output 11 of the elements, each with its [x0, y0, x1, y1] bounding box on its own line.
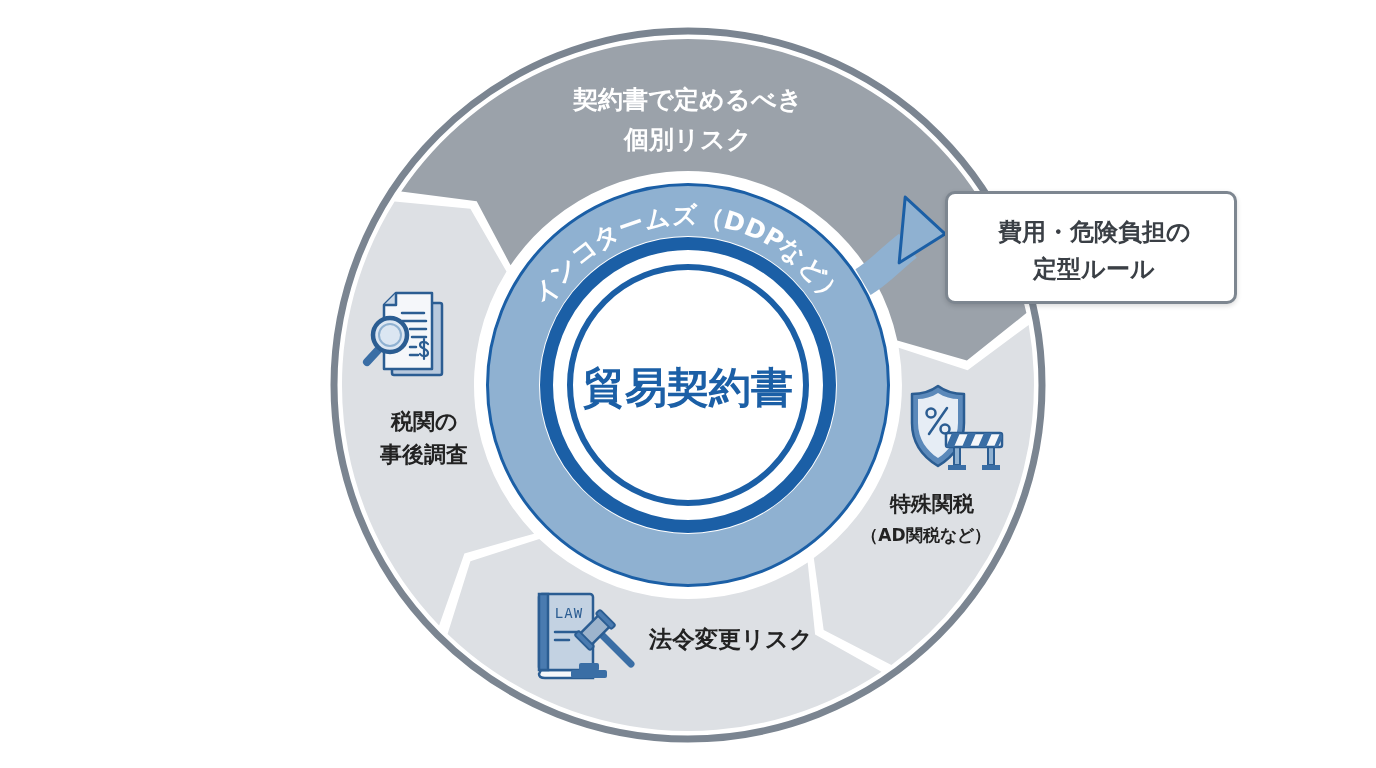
center-label: 貿易契約書 — [583, 361, 793, 414]
chevron-segment — [342, 201, 535, 626]
chevron-segment — [813, 324, 1034, 665]
segment-sublabel: （AD関税など） — [861, 523, 991, 547]
box-label: 費用・危険負担の定型ルール — [996, 216, 1192, 285]
segment-title: 契約書で定めるべき個別リスク — [572, 84, 804, 156]
book-cover-text: LAW — [554, 603, 584, 623]
segment-label: 税関の事後調査 — [379, 408, 469, 469]
info-box — [945, 191, 1237, 304]
segment-label: 法令変更リスク — [649, 625, 813, 655]
segment-label: 特殊関税 — [890, 491, 974, 519]
